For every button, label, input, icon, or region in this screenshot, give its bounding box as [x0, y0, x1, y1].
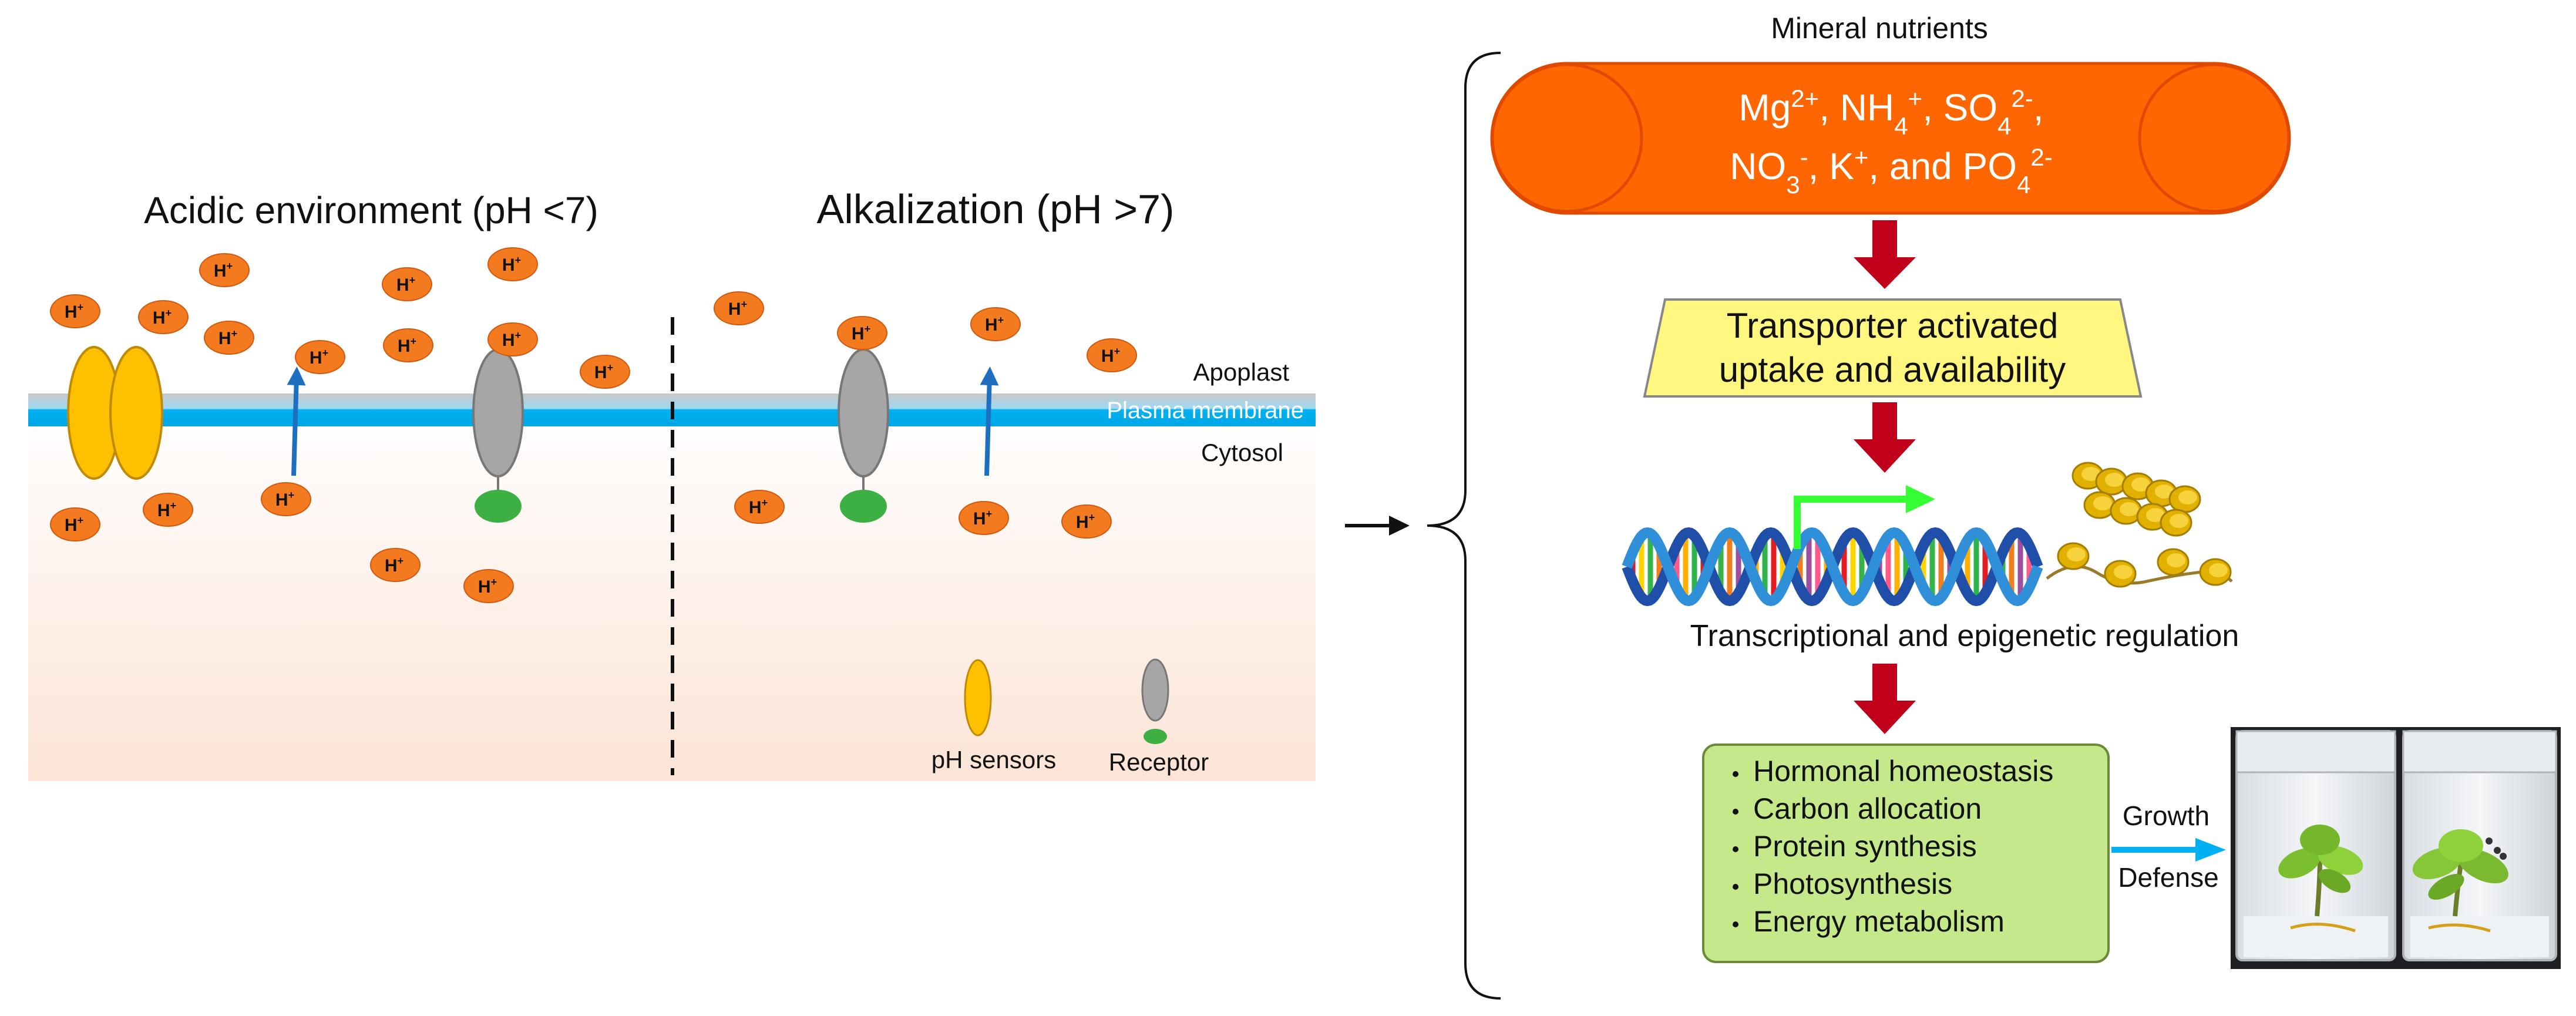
proton: H+: [580, 355, 630, 389]
proton: H+: [382, 267, 432, 301]
alkaline-title: Alkalization (pH >7): [817, 186, 1175, 232]
receptor-base: [475, 490, 522, 523]
legend-ph-sensors-label: pH sensors: [931, 746, 1056, 773]
receptor: [472, 348, 524, 477]
proton: H+: [959, 501, 1009, 535]
proton-charge: +: [322, 347, 329, 359]
proton: H+: [970, 307, 1021, 341]
proton-efflux-arrow: [980, 366, 999, 476]
proton-charge: +: [288, 489, 295, 501]
proton: H+: [370, 548, 421, 582]
outcomes-box: [1702, 744, 2110, 963]
proton: H+: [714, 291, 764, 325]
proton-label: H+: [385, 555, 403, 576]
mineral-nutrients-title: Mineral nutrients: [1771, 12, 1988, 45]
proton-charge: +: [1114, 345, 1121, 357]
growth-defense-arrow: [2195, 838, 2226, 862]
step-arrow: [1854, 402, 1916, 473]
proton: H+: [261, 482, 311, 516]
proton: H+: [1087, 338, 1137, 372]
step-arrow: [1854, 664, 1916, 734]
cytosol-label: Cytosol: [1201, 439, 1283, 466]
bullet-icon: [1733, 921, 1738, 927]
bullet-icon: [1733, 846, 1738, 852]
proton-charge: +: [762, 497, 768, 509]
proton-efflux-arrow: [287, 366, 306, 476]
proton-charge: +: [515, 254, 522, 266]
regulation-label: Transcriptional and epigenetic regulatio…: [1690, 619, 2239, 653]
proton: H+: [50, 294, 100, 328]
ph-sensor: [109, 346, 163, 480]
proton-charge: +: [865, 323, 871, 335]
legend-receptor-label: Receptor: [1109, 748, 1209, 776]
legend: pH sensors Receptor: [931, 658, 1209, 776]
transporter-box: [1643, 298, 2143, 398]
proton-charge: +: [998, 314, 1004, 326]
proton-charge: +: [986, 508, 993, 520]
proton-charge: +: [166, 307, 172, 319]
plant-photo: [2231, 727, 2561, 969]
legend-receptor-icon: [1141, 658, 1169, 722]
gene-activation-arrow: [1794, 496, 1909, 549]
defense-label: Defense: [2118, 862, 2218, 893]
receptor: [838, 348, 889, 477]
proton: H+: [463, 569, 514, 603]
outcome-item: Carbon allocation: [1753, 792, 1982, 825]
nutrient-list-line-1: Mg2+, NH4+, SO42-,: [1738, 85, 2043, 140]
legend-ph-sensor-icon: [964, 659, 992, 736]
proton-charge: +: [411, 335, 417, 347]
proton: H+: [837, 316, 887, 350]
growth-label: Growth: [2123, 800, 2210, 831]
proton-label: H+: [1101, 345, 1120, 366]
transporter-line-1: Transporter activated: [1727, 306, 2059, 345]
outcome-item: Protein synthesis: [1753, 830, 1977, 863]
outcome-item: Photosynthesis: [1753, 867, 1952, 900]
curly-brace: [1427, 52, 1501, 1000]
proton: H+: [734, 490, 785, 524]
proton: H+: [295, 340, 345, 374]
proton: H+: [50, 507, 100, 541]
proton-charge: +: [491, 576, 497, 588]
receptor-base: [840, 490, 887, 523]
proton-charge: +: [398, 555, 404, 567]
proton-charge: +: [741, 298, 748, 310]
proton-charge: +: [607, 362, 614, 374]
protons: H+ H+ H+ H+ H+ H+ H+ H+ H+ H+ H+ H+ H+ H+ H+ H+ H+ H+ H+ H+…: [50, 247, 1137, 603]
membrane-panel: Acidic environment (pH <7) Alkalization …: [28, 186, 1316, 781]
proton: H+: [487, 322, 538, 356]
apoplast-label: Apoplast: [1193, 358, 1290, 386]
acidic-title: Acidic environment (pH <7): [144, 189, 598, 231]
step-arrow: [1854, 220, 1916, 289]
proton-charge: +: [515, 329, 522, 341]
proton-charge: +: [78, 514, 84, 526]
proton-charge: +: [409, 274, 416, 286]
proton-charge: +: [227, 260, 233, 272]
proton: H+: [487, 247, 538, 281]
proton: H+: [199, 253, 250, 287]
nutrient-pathway: Mineral nutrients Mg2+, NH4+, SO42-, NO3…: [1490, 12, 2561, 969]
proton: H+: [138, 300, 189, 334]
nutrient-list-line-2: NO3-, K+, and PO42-: [1730, 143, 2052, 199]
proton-charge: +: [78, 301, 84, 313]
panel-connector: [1345, 516, 1410, 536]
legend-receptor-base-icon: [1144, 729, 1167, 744]
outcome-item: Hormonal homeostasis: [1753, 755, 2053, 788]
proton: H+: [204, 321, 254, 355]
outcome-item: Energy metabolism: [1753, 905, 2005, 938]
bullet-icon: [1733, 809, 1738, 815]
proton-charge: +: [170, 500, 177, 512]
proton: H+: [1061, 504, 1112, 539]
dna-helix-icon: [1622, 527, 2043, 607]
membrane-label: Plasma membrane: [1107, 398, 1304, 423]
bullet-icon: [1733, 771, 1738, 777]
proton-charge: +: [1089, 512, 1095, 523]
bullet-icon: [1733, 884, 1738, 890]
nucleosome-icon: [2046, 462, 2233, 588]
transporter-line-2: uptake and availability: [1719, 350, 2066, 389]
proton-charge: +: [231, 328, 238, 339]
proton: H+: [143, 493, 193, 527]
proton: H+: [383, 328, 433, 362]
